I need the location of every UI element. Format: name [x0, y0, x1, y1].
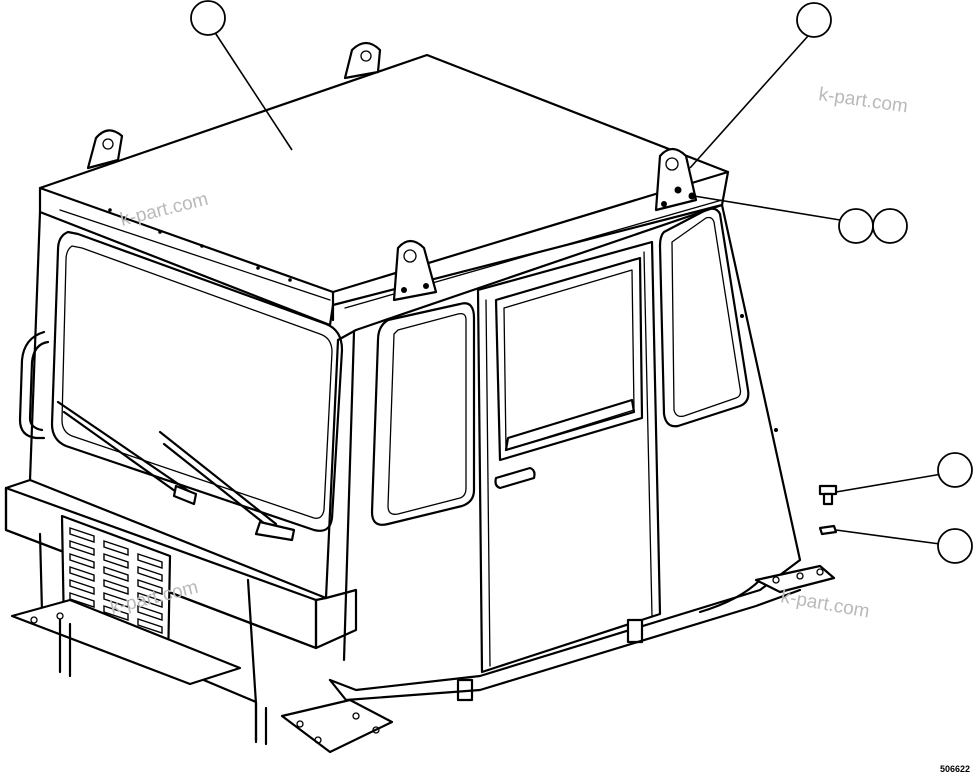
grille-louvre	[137, 553, 163, 569]
grille-louvre	[103, 553, 129, 569]
callout-roof	[190, 0, 226, 36]
lifting-eye-front-right	[654, 147, 698, 212]
lifting-eye-rear-left	[86, 129, 124, 170]
grille-louvre	[137, 566, 163, 582]
grille-louvre	[103, 540, 129, 556]
grille-louvre	[103, 579, 129, 595]
callout-nut	[937, 528, 973, 564]
cab-floor-frame	[10, 564, 836, 754]
roof-fasteners	[108, 208, 292, 282]
grille-louvre	[137, 605, 163, 621]
grille-louvre	[69, 540, 95, 556]
watermark: k-part.com	[817, 84, 909, 117]
lifting-eye-rear-right	[343, 41, 382, 80]
cab-side-face	[328, 203, 802, 702]
grille-louvre	[103, 605, 129, 621]
grille-louvre	[69, 566, 95, 582]
grille-louvre	[103, 592, 129, 608]
callout-lifting-eye	[796, 2, 832, 38]
watermark: k-part.com	[779, 586, 871, 622]
nut-part	[818, 524, 838, 536]
grille-louvre	[69, 592, 95, 608]
leader-lines	[211, 27, 943, 545]
grille-louvre	[137, 592, 163, 608]
grille-louvre	[103, 566, 129, 582]
grille-louvre	[69, 553, 95, 569]
drawing-number: 506622	[940, 764, 970, 774]
grille-louvre	[69, 579, 95, 595]
grille-louvre	[137, 579, 163, 595]
grille-louvre	[137, 618, 163, 634]
callout-bolt-washer-a	[838, 208, 874, 244]
grille-louvre	[69, 527, 95, 543]
lifting-eye-front-left	[392, 239, 438, 302]
callout-bolt	[937, 452, 973, 488]
callout-bolt-washer-b	[872, 208, 908, 244]
bolt-part	[818, 484, 838, 506]
